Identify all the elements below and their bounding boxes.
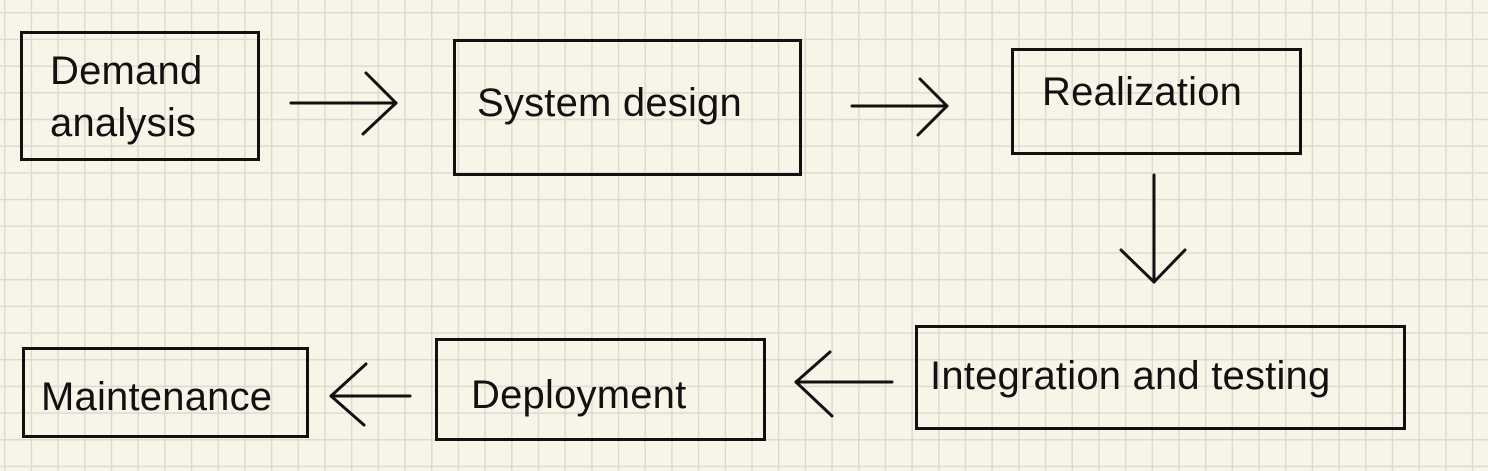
arrow-demand-to-design <box>289 71 398 136</box>
step-maintenance-label: Maintenance <box>41 375 273 419</box>
step-integration-testing-box <box>915 325 1406 430</box>
arrow-integration-to-deployment <box>794 350 894 418</box>
step-demand-analysis-box <box>20 31 260 161</box>
step-realization-box <box>1011 48 1302 155</box>
step-realization-label: Realization <box>1042 70 1243 114</box>
step-system-design-box <box>453 39 802 176</box>
step-deployment-label: Deployment <box>471 373 687 417</box>
step-demand-analysis-label-line1: Demand <box>50 49 203 93</box>
step-system-design-label: System design <box>477 81 742 125</box>
arrow-realization-to-integration <box>1119 173 1187 284</box>
arrow-deployment-to-maintenance <box>329 362 412 427</box>
arrow-design-to-realization <box>850 77 949 137</box>
step-demand-analysis-label-line2: analysis <box>50 101 197 145</box>
step-integration-testing-label: Integration and testing <box>930 354 1331 398</box>
step-deployment-box <box>435 338 766 441</box>
step-maintenance-box <box>22 347 309 438</box>
